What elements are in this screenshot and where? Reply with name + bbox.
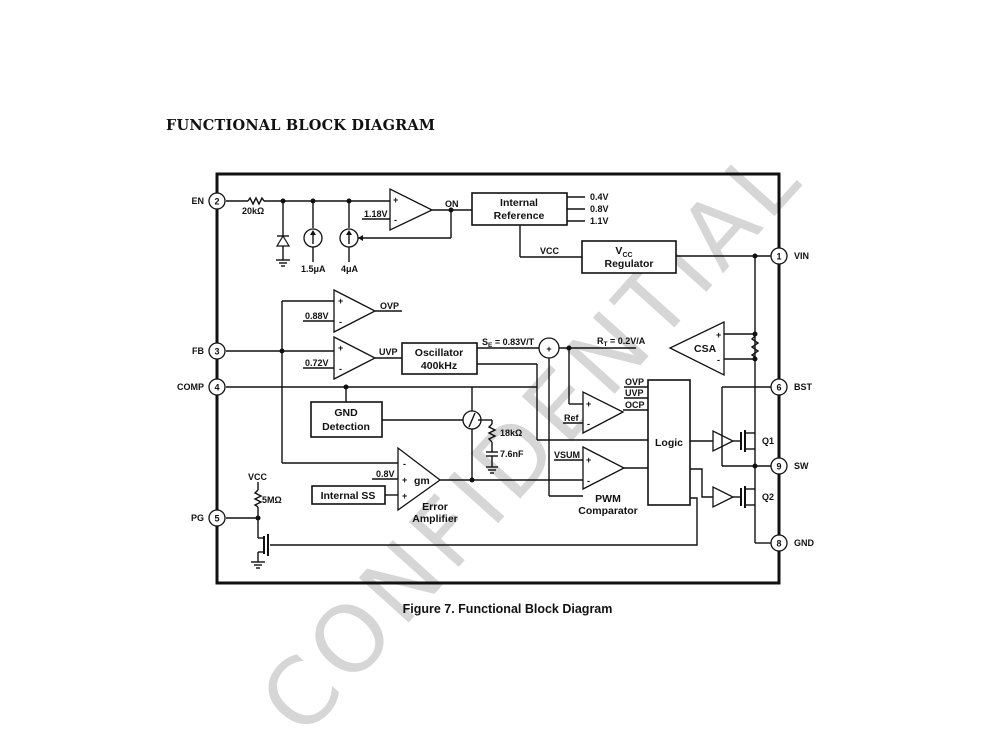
pin-comp: 4 COMP — [177, 378, 226, 396]
csa-plus: + — [716, 330, 721, 340]
pin-vin: 1 VIN — [770, 247, 809, 265]
svg-text:BST: BST — [794, 382, 813, 392]
svg-text:FB: FB — [192, 346, 204, 356]
ovp-out-label: OVP — [380, 301, 399, 311]
figure-caption: Figure 7. Functional Block Diagram — [402, 602, 613, 616]
ocp-ref-label: Ref — [564, 413, 580, 423]
ref-out-1: 0.8V — [590, 204, 609, 214]
internal-reference-line1: Internal — [500, 197, 538, 209]
pin-pg: 5 PG — [191, 509, 226, 527]
ovp-ref-label: 0.88V — [305, 311, 329, 321]
logic-uvp-label: UVP — [625, 388, 644, 398]
csa-amplifier — [668, 320, 725, 377]
pg-vcc-label: VCC — [248, 472, 268, 482]
ovp-minus: - — [339, 317, 342, 327]
internal-reference-block — [471, 192, 568, 226]
pwm-plus: + — [586, 455, 591, 465]
svg-text:5: 5 — [214, 514, 219, 524]
svg-text:6: 6 — [776, 383, 781, 393]
ea-plus2: + — [402, 491, 407, 501]
svg-text:2: 2 — [214, 197, 219, 207]
gnd-detection-block — [310, 401, 383, 438]
vsum-label: VSUM — [554, 450, 580, 460]
svg-text:EN: EN — [191, 196, 204, 206]
svg-text:4: 4 — [214, 383, 219, 393]
uvp-plus: + — [338, 343, 343, 353]
ocp-minus: - — [587, 419, 590, 429]
pwm-minus: - — [587, 476, 590, 486]
internal-ss-label: Internal SS — [321, 490, 376, 502]
svg-text:9: 9 — [776, 462, 781, 472]
c-comp-label: 7.6nF — [500, 449, 524, 459]
pwm-comparator-line1: PWM — [595, 493, 621, 505]
q2-label: Q2 — [762, 492, 774, 502]
se-label: SE = 0.83V/T — [482, 337, 535, 349]
en-plus: + — [393, 195, 398, 205]
vcc-regulator-line2: Regulator — [604, 258, 653, 270]
rt-label: RT = 0.2V/A — [597, 336, 646, 348]
pin-fb: 3 FB — [192, 342, 226, 360]
ref-out-0: 0.4V — [590, 192, 609, 202]
vcc-regulator-block — [581, 240, 677, 274]
uvp-out-label: UVP — [379, 347, 398, 357]
pin-sw: 9 SW — [770, 457, 809, 475]
en-ref-label: 1.18V — [364, 209, 388, 219]
on-label: ON — [445, 199, 459, 209]
svg-text:3: 3 — [214, 347, 219, 357]
pin-gnd: 8 GND — [770, 534, 815, 552]
error-amplifier-line1: Error — [422, 501, 448, 513]
en-section — [226, 187, 472, 267]
svg-text:PG: PG — [191, 513, 204, 523]
en-minus: - — [394, 215, 397, 225]
r-en-label: 20kΩ — [242, 206, 264, 216]
ea-plus1: + — [402, 475, 407, 485]
svg-text:SW: SW — [794, 461, 809, 471]
svg-text:COMP: COMP — [177, 382, 204, 392]
logic-block — [647, 379, 691, 506]
q1-label: Q1 — [762, 436, 774, 446]
svg-text:GND: GND — [794, 538, 815, 548]
logic-ocp-label: OCP — [625, 400, 645, 410]
pin-en: 2 EN — [191, 192, 226, 210]
pwm-comparator-line2: Comparator — [578, 505, 638, 517]
csa-minus: - — [717, 355, 720, 365]
i2-label: 4μA — [341, 264, 359, 274]
ea-ref-label: 0.8V — [376, 469, 395, 479]
ea-minus: - — [403, 459, 406, 469]
summing-plus: + — [546, 344, 551, 354]
logic-label: Logic — [655, 437, 683, 449]
error-amplifier-line2: Amplifier — [412, 513, 458, 525]
ref-out-2: 1.1V — [590, 216, 609, 226]
vcc-regulator-line1: VCC — [615, 245, 632, 259]
gm-label: gm — [414, 475, 430, 487]
oscillator-line1: Oscillator — [415, 347, 463, 359]
section-heading: FUNCTIONAL BLOCK DIAGRAM — [166, 117, 436, 134]
i1-label: 1.5μA — [301, 264, 326, 274]
pin-bst: 6 BST — [770, 378, 813, 396]
r-pg-label: 5MΩ — [262, 495, 282, 505]
logic-ovp-label: OVP — [625, 377, 644, 387]
svg-text:1: 1 — [776, 252, 781, 262]
ocp-plus: + — [586, 399, 591, 409]
fb-section — [226, 288, 402, 464]
oscillator-block — [401, 342, 478, 375]
gnd-detection-line1: GND — [334, 407, 358, 419]
ovp-plus: + — [338, 296, 343, 306]
svg-text:VIN: VIN — [794, 251, 809, 261]
gnd-detection-line2: Detection — [322, 421, 370, 433]
uvp-ref-label: 0.72V — [305, 358, 329, 368]
csa-label: CSA — [694, 343, 717, 355]
svg-text:8: 8 — [776, 539, 781, 549]
uvp-minus: - — [339, 364, 342, 374]
oscillator-line2: 400kHz — [421, 360, 457, 372]
vcc-label: VCC — [540, 246, 560, 256]
r-comp-label: 18kΩ — [500, 428, 522, 438]
internal-reference-line2: Reference — [494, 210, 545, 222]
